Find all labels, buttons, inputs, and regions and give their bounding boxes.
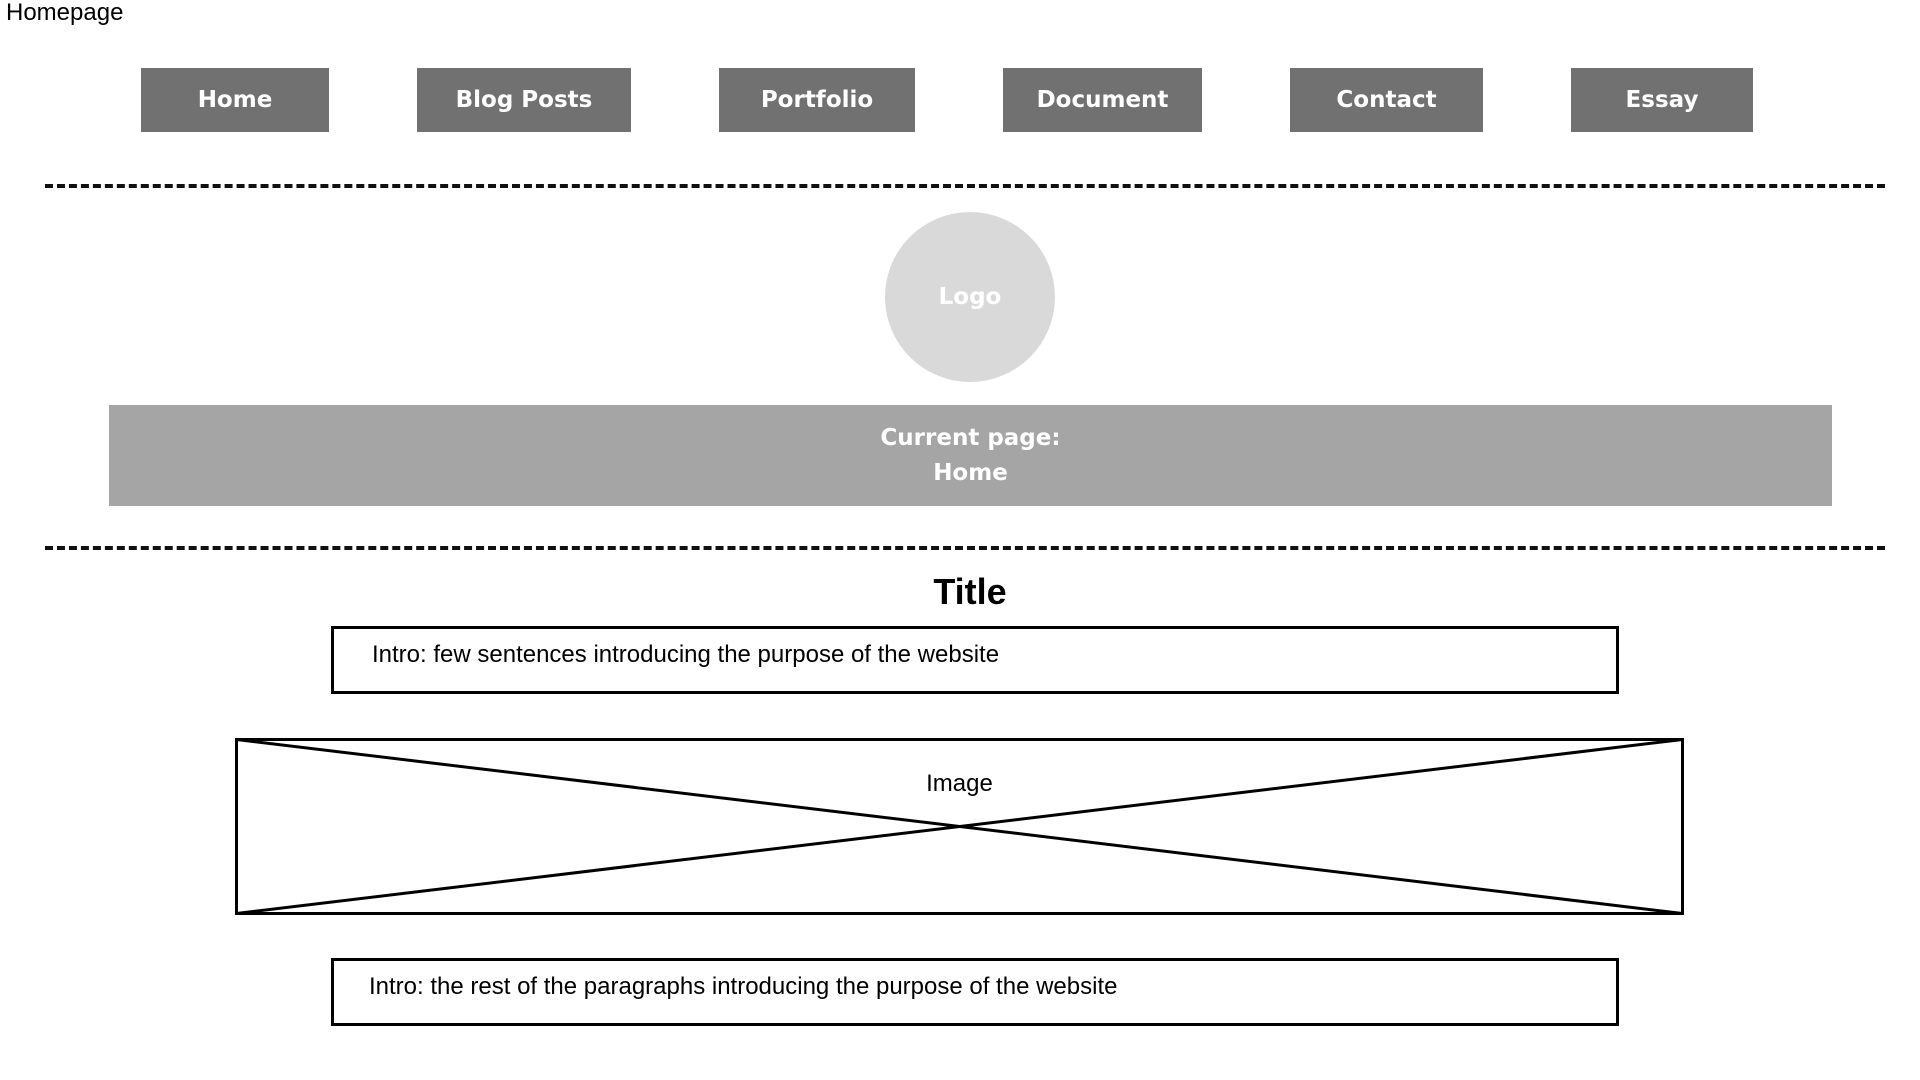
dashed-divider-top [45, 184, 1885, 188]
logo[interactable]: Logo [885, 212, 1055, 382]
dashed-divider-bottom [45, 546, 1885, 550]
current-page-banner: Current page: Home [109, 405, 1832, 506]
intro-text-box: Intro: few sentences introducing the pur… [331, 626, 1619, 694]
nav-button-blog-posts[interactable]: Blog Posts [417, 68, 631, 132]
current-page-heading: Current page: [880, 424, 1061, 451]
page-title: Title [933, 571, 1007, 612]
image-label: Image [926, 770, 993, 797]
nav-button-home[interactable]: Home [141, 68, 329, 132]
current-page-value: Home [933, 459, 1008, 486]
nav-button-document[interactable]: Document [1003, 68, 1202, 132]
nav-button-essay[interactable]: Essay [1571, 68, 1753, 132]
rest-text: Intro: the rest of the paragraphs introd… [369, 973, 1118, 1000]
image-placeholder: Image [235, 738, 1684, 915]
page-label: Homepage [6, 0, 124, 26]
nav-button-portfolio[interactable]: Portfolio [719, 68, 915, 132]
intro-text: Intro: few sentences introducing the pur… [372, 641, 1000, 668]
nav-button-contact[interactable]: Contact [1290, 68, 1483, 132]
image-placeholder-cross [235, 738, 1684, 915]
rest-text-box: Intro: the rest of the paragraphs introd… [331, 958, 1619, 1026]
